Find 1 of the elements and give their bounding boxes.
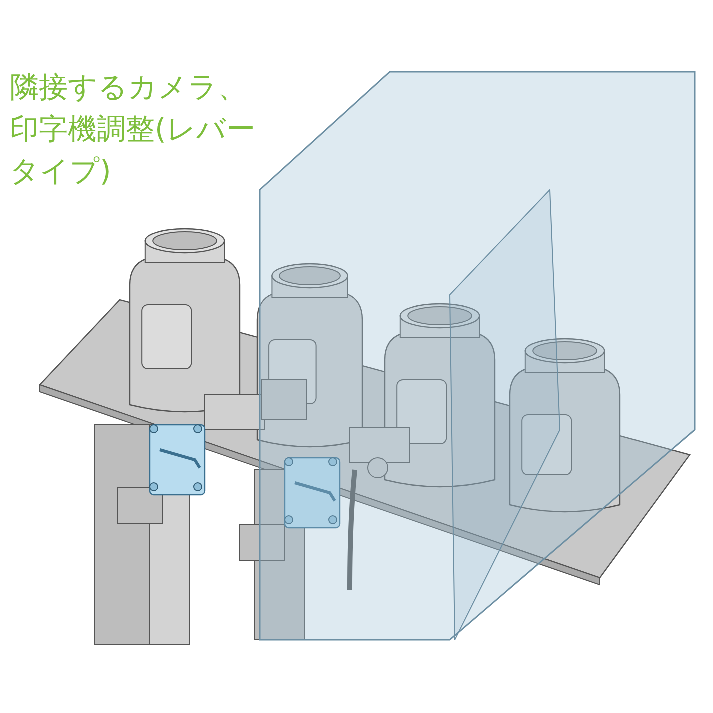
title: 隣接するカメラ、印字機調整(レバータイプ): [10, 69, 256, 190]
